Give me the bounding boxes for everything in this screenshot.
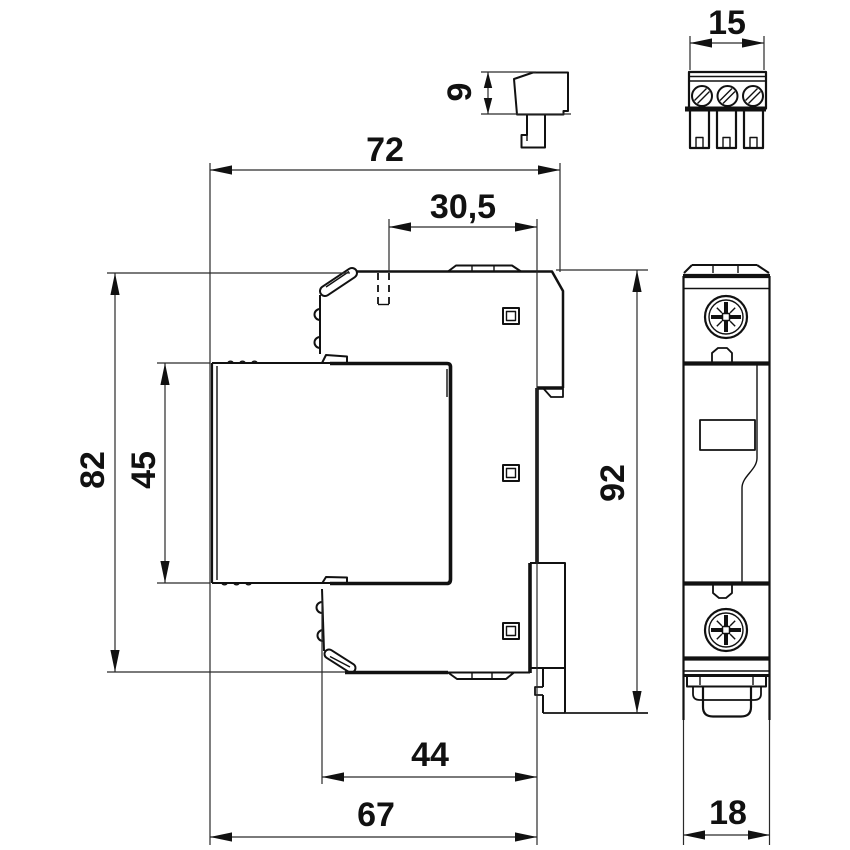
side-hidden-slot <box>377 273 390 305</box>
dimension-label-72: 72 <box>366 131 404 169</box>
dimension-label-9: 9 <box>441 83 479 102</box>
side-bottom-guide-ticks <box>471 672 493 679</box>
front-top-cap <box>683 264 770 274</box>
upper-latch-foot <box>321 354 348 364</box>
front-inner-profile-line <box>741 364 758 583</box>
dimension-44: 44 <box>321 600 537 784</box>
side-top-guide-bump <box>447 264 522 273</box>
latch-detail-view <box>513 71 569 149</box>
front-block-top-ribs <box>227 360 258 363</box>
dimension-30-5: 30,5 <box>388 188 538 845</box>
plug-body-outline <box>687 70 768 110</box>
side-bottom-guide-bump <box>447 671 515 680</box>
connector-plug-view <box>685 70 768 150</box>
lower-din-latch <box>315 576 357 674</box>
latch-body-outline <box>513 71 569 116</box>
lower-latch-left-edge <box>321 588 325 652</box>
lower-latch-foot <box>321 576 348 585</box>
lower-terminal-block <box>528 562 648 714</box>
din-foot <box>686 677 767 718</box>
dimensions: 9 15 72 30,5 82 <box>74 4 771 845</box>
front-block <box>210 360 330 586</box>
upper-din-latch <box>313 267 358 364</box>
side-top-edge <box>352 270 565 388</box>
lower-terminal-tab <box>534 686 543 696</box>
dimension-label-44: 44 <box>411 736 449 774</box>
dimension-label-92: 92 <box>594 464 632 502</box>
dimension-72: 72 <box>209 131 561 845</box>
label-window <box>699 419 756 451</box>
lower-latch-bump1 <box>315 601 323 614</box>
dimension-67: 67 <box>210 796 537 842</box>
plug-screw-left <box>691 85 713 107</box>
upper-screw-head <box>703 294 749 340</box>
plug-leg-middle <box>715 111 738 150</box>
plug-screw-middle <box>716 85 739 107</box>
side-top-guide-ticks <box>471 265 495 272</box>
dimension-92: 92 <box>556 269 648 714</box>
front-block-bottom-ribs <box>221 583 252 586</box>
upper-terminal-notch <box>542 387 564 398</box>
dimension-82: 82 <box>74 272 350 673</box>
plug-leg-right <box>742 111 765 150</box>
dimension-label-45: 45 <box>125 451 163 489</box>
dimension-45: 45 <box>125 362 210 584</box>
dimension-label-15: 15 <box>708 4 746 42</box>
front-block-thick-outline <box>330 361 453 586</box>
connector-window-middle <box>502 464 520 482</box>
dimension-15: 15 <box>689 4 765 70</box>
dimension-label-82: 82 <box>74 451 112 489</box>
front-upper-clip-tab <box>711 347 733 362</box>
lower-screw-head <box>703 607 749 653</box>
connector-window-bottom <box>502 622 520 640</box>
dimension-18: 18 <box>682 720 771 845</box>
dimension-label-18: 18 <box>709 794 747 832</box>
dimension-9: 9 <box>441 71 571 115</box>
side-view <box>210 264 648 714</box>
upper-latch-bump1 <box>313 308 321 321</box>
plug-screw-right <box>742 85 764 107</box>
plug-leg-left <box>688 111 711 150</box>
connector-window-top <box>502 307 520 325</box>
latch-stem-outline <box>520 114 546 149</box>
front-view <box>682 264 771 720</box>
front-lower-clip-tab <box>712 584 733 599</box>
dimension-label-67: 67 <box>357 796 395 834</box>
dimension-label-30-5: 30,5 <box>430 188 496 226</box>
upper-latch-bump2 <box>313 336 321 349</box>
